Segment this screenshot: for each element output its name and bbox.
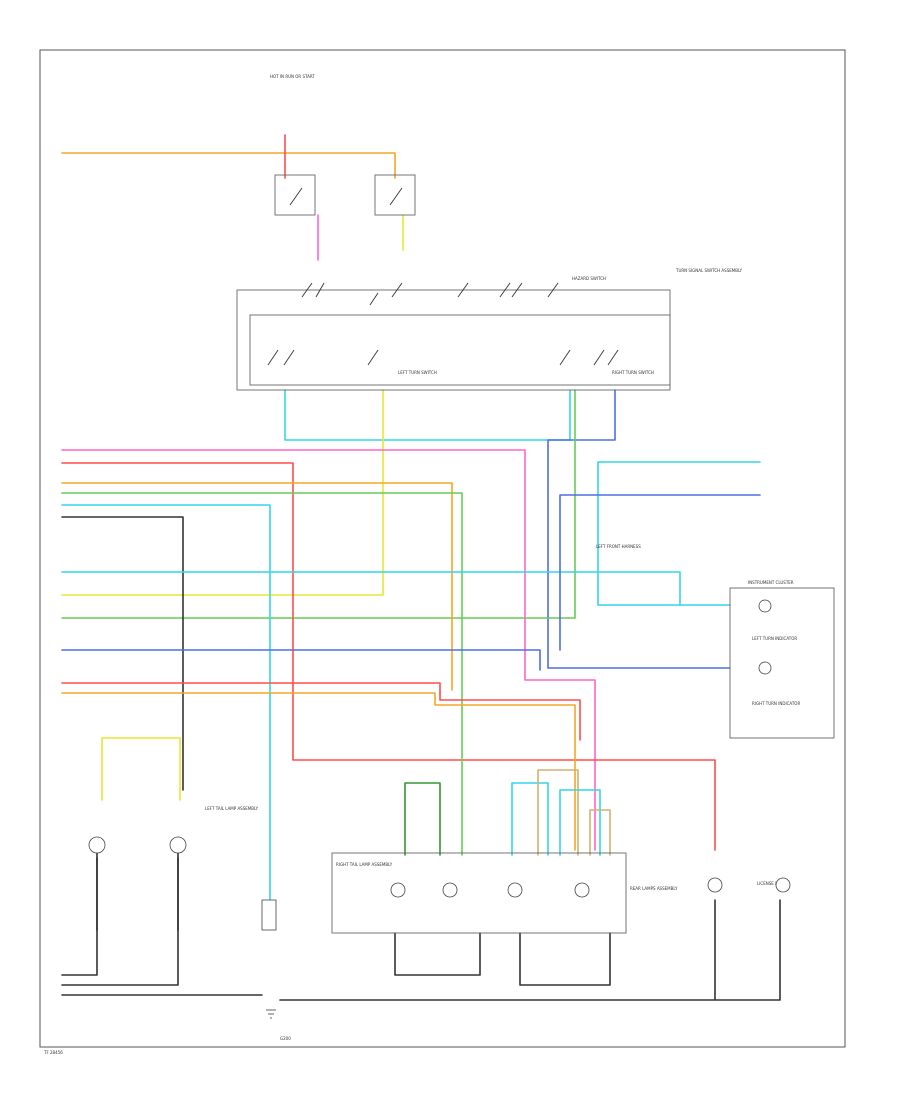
wire-blue-1: [547, 389, 731, 669]
wire-layer: [61, 134, 781, 1001]
wire-green-1: [61, 389, 576, 619]
hazard-switch-box: [236, 289, 671, 391]
wire-cyan-5: [559, 789, 601, 856]
wire-blue-2: [61, 649, 541, 671]
wire-cyan-2: [61, 504, 271, 901]
license-lamp-label: LICENSE LAMP: [757, 881, 787, 886]
right-turn-indicator-label: RIGHT TURN INDICATOR: [752, 701, 800, 706]
wire-pink-left: [61, 449, 596, 851]
grounds: [266, 1009, 276, 1019]
turn-signal-switch-label: TURN SIGNAL SWITCH ASSEMBLY: [675, 268, 743, 273]
wire-yellow-1: [61, 389, 384, 596]
wire-green-dark: [404, 782, 441, 856]
left-tail-lamp-label: LEFT TAIL LAMP ASSEMBLY: [205, 806, 259, 811]
hazard-switch-label: HAZARD SWITCH: [572, 276, 606, 281]
connector-block: [261, 899, 277, 931]
wire-cyan-3: [61, 571, 731, 606]
top-switches: [274, 174, 416, 216]
wire-red-left: [61, 462, 716, 851]
footer-code: TF 28456: [43, 1050, 63, 1055]
left-tail-bulb-1: [88, 836, 106, 854]
right-tail-bulb-2: [442, 882, 458, 898]
instrument-cluster-label: INSTRUMENT CLUSTER: [748, 580, 794, 585]
wire-cyan-1: [284, 389, 571, 441]
wire-black-left-tail: [96, 857, 179, 931]
wire-cyan-top-right: [597, 461, 761, 606]
left-turn-switch-label: LEFT TURN SWITCH: [398, 370, 437, 375]
wire-black-ground: [61, 849, 781, 1001]
bulbs: [88, 599, 791, 931]
right-tail-bulb-3: [507, 882, 523, 898]
instrument-cluster-box: [729, 587, 835, 739]
right-turn-switch-label: RIGHT TURN SWITCH: [612, 370, 654, 375]
right-tail-bulb-1: [390, 882, 406, 898]
wire-orange-feed: [61, 152, 396, 179]
rear-lamps-label: REAR LAMPS ASSEMBLY: [630, 886, 678, 891]
wire-tan-1: [537, 769, 579, 856]
left-tail-bulb-2: [169, 836, 187, 854]
wire-cyan-4: [511, 782, 549, 856]
switch-contacts-top: [301, 282, 559, 306]
wire-tan-2: [589, 809, 611, 856]
left-indicator-bulb: [758, 599, 772, 613]
right-indicator-bulb: [758, 661, 772, 675]
turn-switch-box: [249, 314, 671, 386]
left-turn-indicator-label: LEFT TURN INDICATOR: [752, 636, 797, 641]
diagram-frame: [39, 49, 846, 1048]
right-tail-lamp-box: [331, 852, 627, 934]
right-tail-bulb-4: [574, 882, 590, 898]
wire-yellow-left: [101, 737, 181, 801]
wire-orange-3: [61, 692, 576, 851]
wire-black-1: [61, 516, 184, 791]
harness-label: LEFT FRONT HARNESS: [596, 544, 641, 549]
wire-red-2: [61, 682, 581, 741]
fuse-label: HOT IN RUN OR START: [270, 74, 315, 79]
switch-contacts-bottom: [267, 349, 619, 366]
license-bulb-1: [707, 877, 723, 893]
ground-label: G200: [280, 1036, 291, 1041]
wire-blue-top-right: [559, 494, 761, 651]
right-tail-lamp-label: RIGHT TAIL LAMP ASSEMBLY: [336, 862, 393, 867]
wire-orange-2: [61, 482, 453, 691]
license-bulb-2: [775, 877, 791, 893]
wire-green-2: [61, 492, 463, 856]
